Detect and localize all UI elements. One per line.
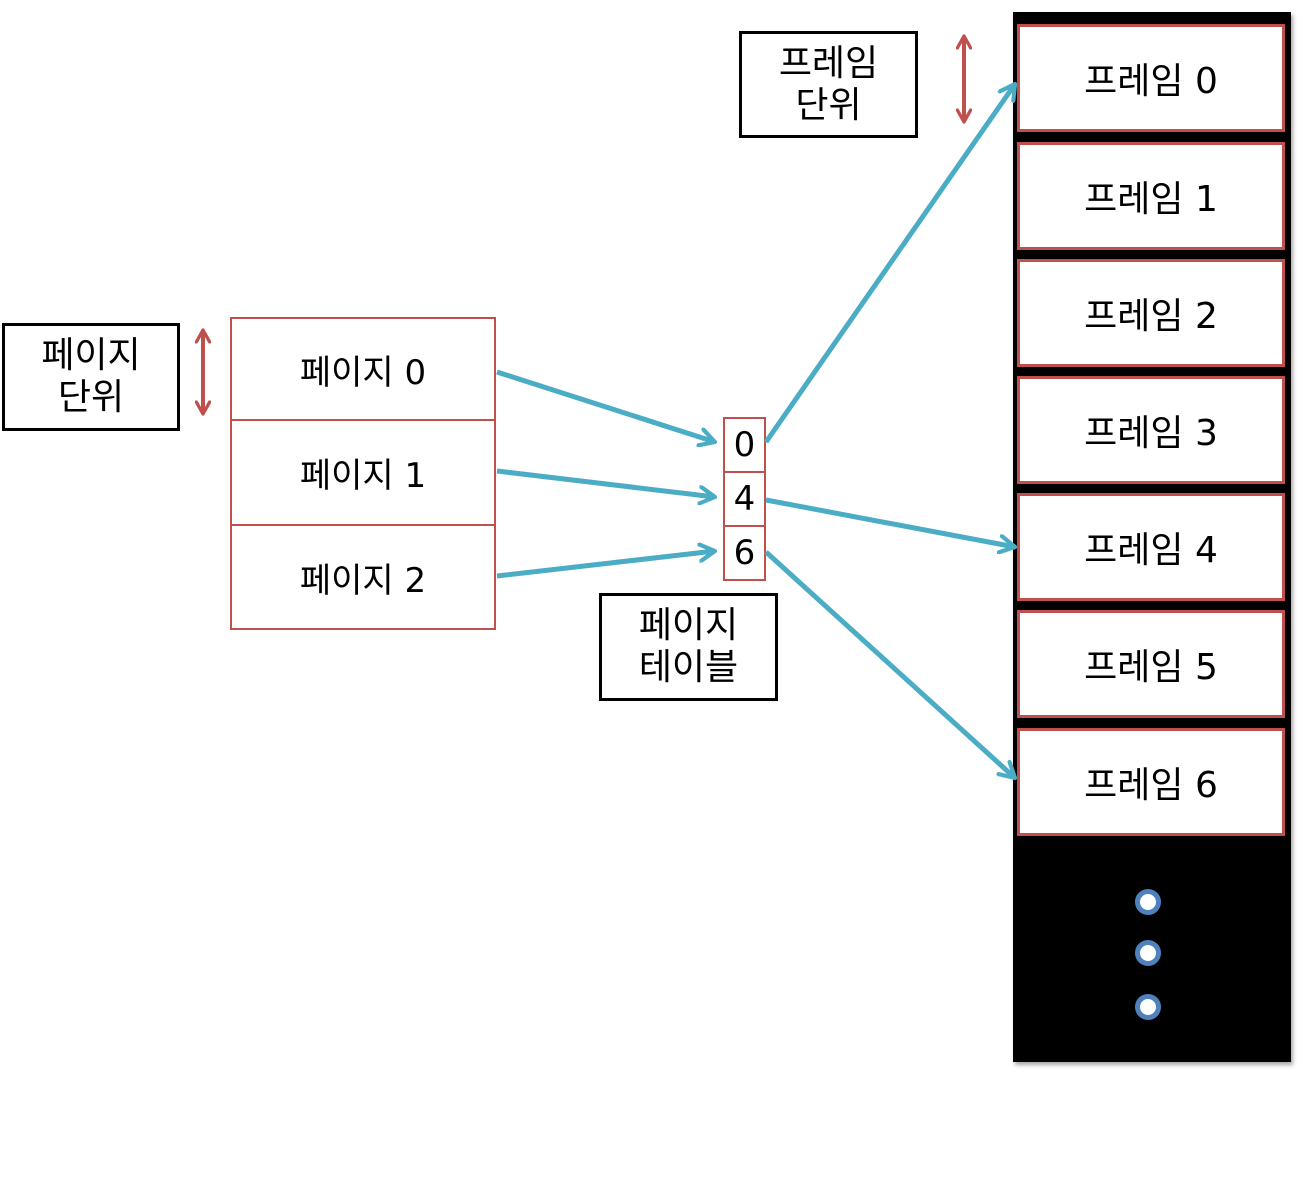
frame-0: 프레임 0 [1017,24,1285,132]
page-unit-label-line-1: 페이지 [41,335,141,376]
frame-unit-label-line-2: 단위 [795,84,862,126]
page-table-label-line-1: 페이지 [638,605,739,646]
arrow-entry2-to-frame6 [764,550,1015,778]
frame-5: 프레임 5 [1017,610,1285,718]
page-table-label-line-2: 테이블 [638,647,739,688]
ellipsis-dot-2 [1135,940,1161,966]
arrow-page1-to-entry1 [496,468,715,497]
page-unit-label-line-2: 단위 [57,377,125,418]
arrow-page0-to-entry0 [496,369,715,442]
page-unit-label: 페이지 단위 [2,323,180,431]
page-table-label: 페이지 테이블 [599,593,778,701]
arrow-page2-to-entry2 [496,551,715,579]
ellipsis-dot-3 [1135,994,1161,1020]
frame-unit-label: 프레임 단위 [739,31,918,138]
ellipsis-dot-1 [1135,889,1161,915]
page-table: 0 4 6 [723,417,766,581]
page-table-entry-0: 0 [723,417,766,473]
page-0: 페이지 0 [230,317,496,421]
page-1: 페이지 1 [230,419,496,526]
frame-4: 프레임 4 [1017,493,1285,601]
physical-memory: 프레임 0 프레임 1 프레임 2 프레임 3 프레임 4 프레임 5 프레임 … [1013,12,1291,1062]
logical-pages: 페이지 0 페이지 1 페이지 2 [230,317,496,630]
page-table-entry-1: 4 [723,471,766,527]
frame-6: 프레임 6 [1017,728,1285,836]
page-table-entry-2: 6 [723,525,766,581]
page-2: 페이지 2 [230,524,496,630]
frame-unit-label-line-1: 프레임 [778,42,879,84]
frame-2: 프레임 2 [1017,259,1285,367]
frame-3: 프레임 3 [1017,376,1285,484]
frame-1: 프레임 1 [1017,142,1285,250]
arrow-entry1-to-frame4 [765,497,1015,547]
